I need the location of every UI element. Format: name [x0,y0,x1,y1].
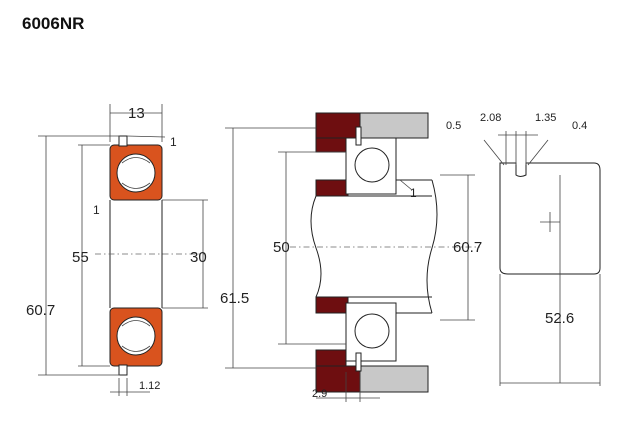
dim-label-0-4: 0.4 [572,120,587,132]
ball-top [116,153,156,193]
dim-label-50: 50 [273,239,290,256]
dim-label-60-7-left: 60.7 [26,302,55,319]
dim-label-30: 30 [190,249,207,266]
housing-top [315,112,361,139]
dim-label-1-12: 1.12 [139,380,160,392]
dim-label-52-6: 52.6 [545,310,574,327]
dim-label-61-5: 61.5 [220,290,249,307]
dim-label-13: 13 [128,105,145,122]
housing-top-2 [315,137,347,153]
dim-label-2-08: 2.08 [480,112,501,124]
callout-label-mid: 1 [410,186,417,200]
dim-label-2-9: 2.9 [312,388,327,400]
snap-ring-detail-view: 52.6 0.5 2.08 1.35 0.4 [446,112,601,386]
mounted-assembly-view: 61.5 50 60.7 1 2.9 [220,112,482,402]
bearing-cross-section-view: 13 1 1 60.7 55 30 1.12 [26,104,208,396]
dim-label-55: 55 [72,249,89,266]
dim-label-1-35: 1.35 [535,112,556,124]
callout-label-top: 1 [170,135,177,149]
page-title: 6006NR [22,14,85,33]
housing-bottom-2 [315,349,347,367]
dim-label-60-7-mid: 60.7 [453,239,482,256]
callout-label-left: 1 [93,203,100,217]
ball-bottom [116,316,156,356]
dim-label-0-5: 0.5 [446,120,461,132]
